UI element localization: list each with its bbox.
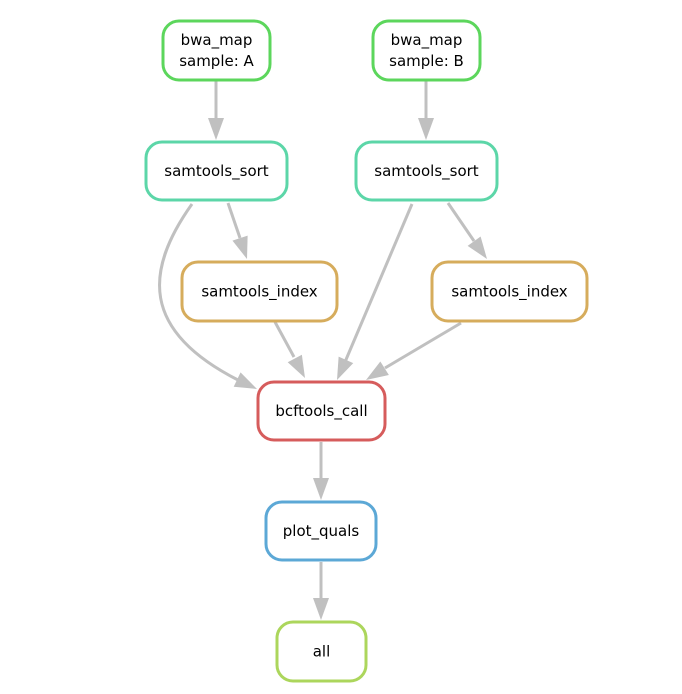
node-samtools_index_B: samtools_index [430,260,589,323]
node-label-line: sample: B [389,52,464,70]
edge-arrowhead [208,118,224,140]
edge-bwa_map_A-to-samtools_sort_A [208,81,224,140]
node-label-line: samtools_sort [164,162,268,181]
edge-line [273,321,296,358]
edge-arrowhead [287,354,305,378]
edge-samtools_sort_A-to-bcftools_call [158,203,257,389]
edge-arrowhead [366,361,389,380]
nodes-layer: bwa_map sample: A bwa_map sample: B samtools… [144,19,589,683]
edge-arrowhead [418,118,434,140]
node-label-line: plot_quals [283,522,360,541]
edge-arrowhead [337,356,354,380]
node-label-line: bcftools_call [275,402,367,421]
node-bwa_map_A: bwa_map sample: A [161,19,272,82]
edge-arrowhead [233,372,257,389]
edge-bcftools_call-to-plot_quals [313,442,329,500]
node-label-line: bwa_map [391,31,463,50]
edge-samtools_sort_B-to-bcftools_call [337,203,414,380]
node-label-line: bwa_map [181,31,253,50]
node-bcftools_call: bcftools_call [256,380,387,442]
node-samtools_index_A: samtools_index [180,260,339,323]
edge-line [446,202,476,242]
node-box [354,140,499,202]
edge-line [384,321,462,370]
edge-arrowhead [313,598,329,620]
node-bwa_map_B: bwa_map sample: B [371,19,482,82]
edges-layer [158,81,487,620]
edge-samtools_index_A-to-bcftools_call [273,321,305,378]
edge-arrowhead [232,235,248,259]
edge-arrowhead [313,478,329,500]
edge-bwa_map_B-to-samtools_sort_B [418,81,434,140]
node-samtools_sort_B: samtools_sort [354,140,499,202]
node-label-line: samtools_index [451,283,567,302]
node-box [180,260,339,323]
node-label-line: samtools_sort [374,162,478,181]
node-label-line: samtools_index [201,283,317,302]
node-box [161,19,272,82]
node-label-line: all [313,643,331,661]
node-all: all [275,620,368,683]
edge-line [343,203,414,363]
node-box [430,260,589,323]
node-box [371,19,482,82]
node-plot_quals: plot_quals [264,500,378,562]
node-box [256,380,387,442]
edge-arrowhead [467,236,487,259]
node-box [264,500,378,562]
node-label-line: sample: A [179,52,254,70]
node-samtools_sort_A: samtools_sort [144,140,289,202]
edge-line [226,202,242,239]
node-box [275,620,368,683]
edge-samtools_sort_B-to-samtools_index_B [446,202,487,259]
edge-line [158,203,239,382]
edge-samtools_sort_A-to-samtools_index_A [226,202,248,259]
edge-samtools_index_B-to-bcftools_call [366,321,462,380]
node-box [144,140,289,202]
edge-plot_quals-to-all [313,562,329,620]
